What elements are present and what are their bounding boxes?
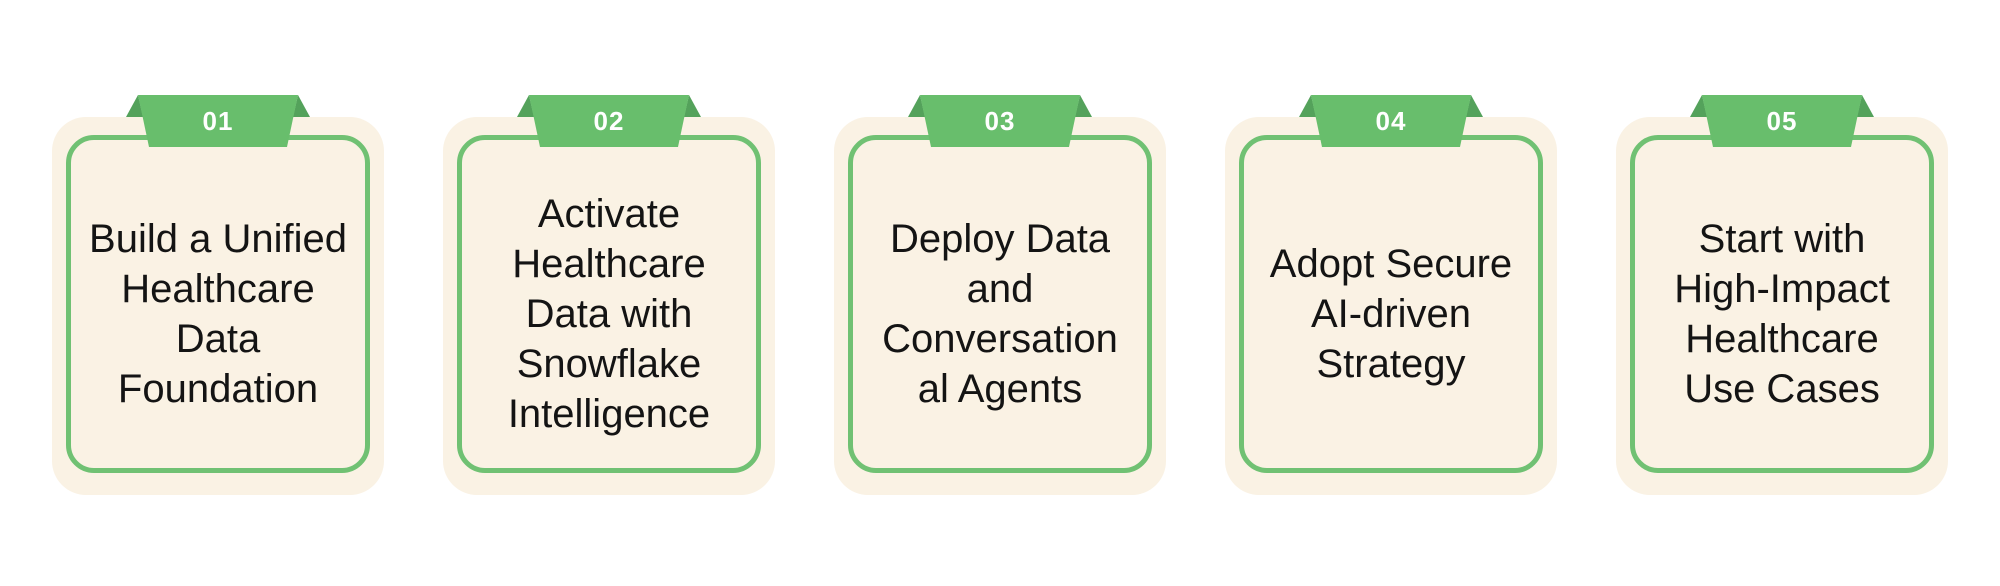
ribbon-band — [1702, 95, 1862, 147]
ribbon-band — [1311, 95, 1471, 147]
ribbon-band — [138, 95, 298, 147]
step-card-3-body: Deploy Data and Conversation al Agents — [848, 135, 1152, 473]
step-title: Build a Unified Healthcare Data Foundati… — [89, 217, 347, 411]
ribbon-fold-left — [126, 95, 143, 117]
ribbon-fold-left — [517, 95, 534, 117]
ribbon-fold-left — [1690, 95, 1707, 117]
ribbon-band — [529, 95, 689, 147]
ribbon-fold-left — [1299, 95, 1316, 117]
step-number: 01 — [202, 105, 234, 136]
ribbon-banner-icon — [1299, 95, 1483, 147]
ribbon-band — [920, 95, 1080, 147]
ribbon-fold-right — [1466, 95, 1483, 117]
ribbon-banner: 02 — [509, 95, 709, 147]
step-number: 03 — [984, 105, 1016, 136]
step-number: 02 — [593, 105, 625, 136]
ribbon-banner: 04 — [1291, 95, 1491, 147]
step-number: 04 — [1375, 105, 1407, 136]
ribbon-banner-icon — [908, 95, 1092, 147]
ribbon-banner: 01 — [118, 95, 318, 147]
ribbon-fold-right — [684, 95, 701, 117]
step-title: Start with High-Impact Healthcare Use Ca… — [1674, 217, 1890, 411]
step-card-3: Deploy Data and Conversation al Agents 0… — [834, 95, 1166, 495]
step-card-4-body: Adopt Secure AI-driven Strategy — [1239, 135, 1543, 473]
step-title: Deploy Data and Conversation al Agents — [882, 217, 1118, 411]
step-card-2: Activate Healthcare Data with Snowflake … — [443, 95, 775, 495]
step-card-1-body: Build a Unified Healthcare Data Foundati… — [66, 135, 370, 473]
ribbon-banner-icon — [1690, 95, 1874, 147]
ribbon-banner-icon — [517, 95, 701, 147]
step-card-5-body: Start with High-Impact Healthcare Use Ca… — [1630, 135, 1934, 473]
ribbon-fold-right — [1075, 95, 1092, 117]
step-title: Adopt Secure AI-driven Strategy — [1269, 242, 1513, 386]
ribbon-banner-icon — [126, 95, 310, 147]
ribbon-banner: 03 — [900, 95, 1100, 147]
ribbon-fold-right — [293, 95, 310, 117]
step-number: 05 — [1766, 105, 1798, 136]
step-card-5: Start with High-Impact Healthcare Use Ca… — [1616, 95, 1948, 495]
step-title: Activate Healthcare Data with Snowflake … — [507, 192, 711, 436]
step-card-2-body: Activate Healthcare Data with Snowflake … — [457, 135, 761, 473]
ribbon-fold-left — [908, 95, 925, 117]
ribbon-banner: 05 — [1682, 95, 1882, 147]
ribbon-fold-right — [1857, 95, 1874, 117]
steps-row: Build a Unified Healthcare Data Foundati… — [52, 95, 1948, 495]
step-card-1: Build a Unified Healthcare Data Foundati… — [52, 95, 384, 495]
step-card-4: Adopt Secure AI-driven Strategy 04 — [1225, 95, 1557, 495]
